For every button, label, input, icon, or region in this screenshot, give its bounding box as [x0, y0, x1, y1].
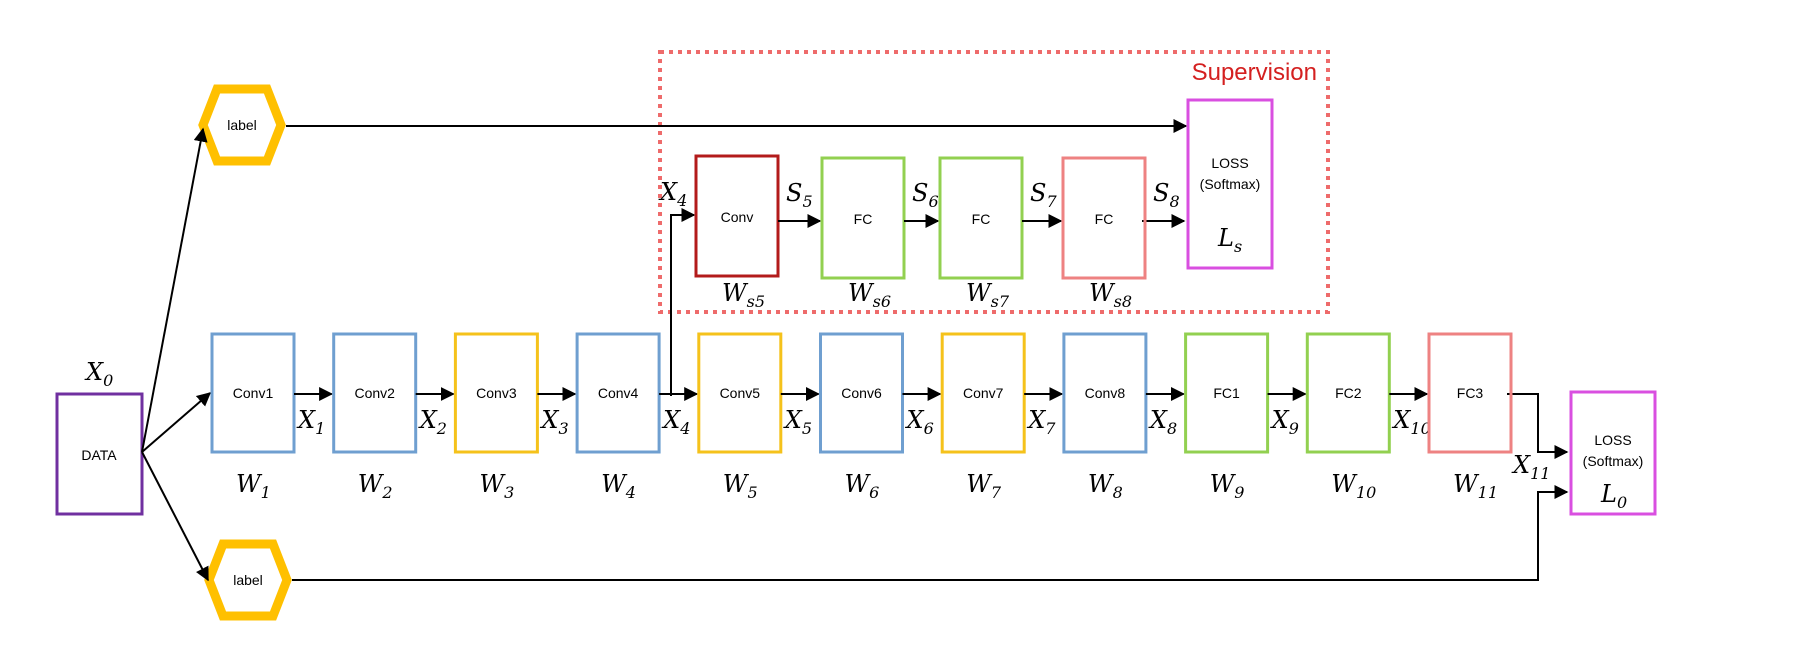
- main-weight-var: W11: [1453, 470, 1498, 502]
- loss-s-line1: LOSS: [1211, 155, 1248, 171]
- main-weight-var: W5: [723, 470, 758, 502]
- loss-0-var: L0: [1600, 480, 1627, 512]
- branch-weight-var: Ws6: [848, 279, 891, 311]
- main-weight-var: W1: [236, 470, 271, 502]
- main-output-var: X2: [418, 406, 447, 438]
- main-output-var: X5: [783, 406, 812, 438]
- loss-s-line2: (Softmax): [1200, 176, 1261, 192]
- branch-layer-4: FC Ws8: [1061, 156, 1147, 311]
- main-output-var: X9: [1270, 406, 1299, 438]
- branch-layer-label: FC: [1095, 211, 1114, 227]
- main-layer-label: FC2: [1335, 385, 1362, 401]
- branch-weight-var: Ws8: [1089, 279, 1132, 311]
- branch-layer-3: FC Ws7: [938, 156, 1024, 311]
- branch-output-var: S6: [912, 179, 939, 211]
- label-hexagon-bottom: label: [204, 539, 292, 621]
- main-weight-var: W2: [358, 470, 393, 502]
- loss-0-line2: (Softmax): [1583, 453, 1644, 469]
- main-layer-label: Conv7: [963, 385, 1004, 401]
- main-layer-label: Conv2: [354, 385, 395, 401]
- branch-layer-label: FC: [972, 211, 991, 227]
- main-weight-var: W8: [1088, 470, 1123, 502]
- arrow-data-to-label-top: [141, 127, 208, 453]
- loss-s-box: LOSS (Softmax) Ls: [1186, 98, 1274, 270]
- main-output-var: X7: [1026, 406, 1056, 438]
- supervision-frame: [658, 50, 1330, 314]
- arrow-data-to-label-bottom: [141, 451, 209, 582]
- main-output-var: X1: [296, 406, 325, 438]
- arrow-label-to-loss-0: [292, 485, 1569, 581]
- main-layer-label: Conv1: [233, 385, 274, 401]
- branch-layer-2: FC Ws6: [820, 156, 906, 311]
- data-label: DATA: [81, 447, 117, 463]
- branch-layer-label: FC: [854, 211, 873, 227]
- branch-output-var: S8: [1153, 179, 1180, 211]
- connectors: [141, 119, 1569, 582]
- main-layer-label: Conv3: [476, 385, 517, 401]
- main-layer-label: Conv5: [720, 385, 761, 401]
- main-output-var: X4: [661, 406, 690, 438]
- branch-output-var: S7: [1030, 179, 1057, 211]
- main-weight-var: W4: [601, 470, 636, 502]
- branch-layer-label: Conv: [721, 209, 754, 225]
- main-layer-label: FC3: [1457, 385, 1484, 401]
- main-output-var: X11: [1511, 451, 1550, 483]
- main-output-var: X8: [1148, 406, 1177, 438]
- label-bottom-text: label: [233, 572, 263, 588]
- branch-weight-var: Ws5: [722, 279, 765, 311]
- loss-0-line1: LOSS: [1594, 432, 1631, 448]
- main-output-var: X6: [905, 406, 934, 438]
- arrow-x4-to-branch: [670, 208, 696, 396]
- label-hexagon-top: label: [198, 84, 286, 166]
- supervision-title: Supervision: [1192, 59, 1317, 86]
- main-output-var: X10: [1391, 406, 1430, 438]
- main-layer-label: Conv6: [841, 385, 882, 401]
- loss-0-box: LOSS (Softmax) L0: [1569, 390, 1657, 516]
- branch-output-var: S5: [786, 179, 813, 211]
- main-weight-var: W3: [479, 470, 514, 502]
- loss-s-var: Ls: [1217, 224, 1242, 256]
- main-weight-var: W7: [966, 470, 1002, 502]
- arrow-data-to-conv1: [141, 392, 212, 453]
- arrow-fc3-to-loss-0: [1507, 393, 1569, 459]
- main-layer-label: Conv4: [598, 385, 639, 401]
- main-chain: Conv1W1X1Conv2W2X2Conv3W3X3Conv4W4X4Conv…: [210, 332, 1550, 502]
- branch-weight-var: Ws7: [966, 279, 1010, 311]
- main-weight-var: W9: [1210, 470, 1245, 502]
- branch-input-var: X4: [658, 178, 687, 210]
- main-weight-var: W6: [845, 470, 880, 502]
- label-top-text: label: [227, 117, 257, 133]
- main-weight-var: W10: [1331, 470, 1376, 502]
- main-layer-label: Conv8: [1085, 385, 1126, 401]
- main-layer-label: FC1: [1213, 385, 1240, 401]
- data-input-var: X0: [84, 358, 113, 390]
- data-node: DATA: [55, 392, 144, 516]
- main-output-var: X3: [539, 406, 568, 438]
